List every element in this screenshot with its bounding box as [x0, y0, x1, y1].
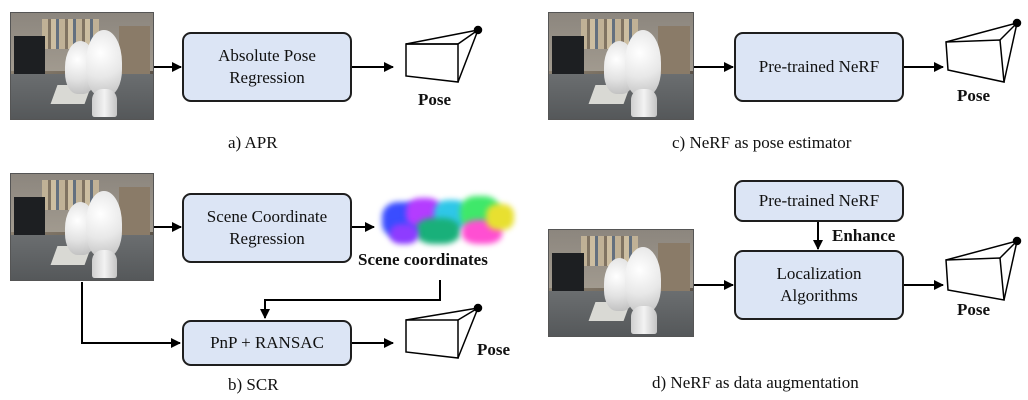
- localization-algorithms-box: Localization Algorithms: [734, 250, 904, 320]
- nerf-aug-pose-label: Pose: [957, 300, 991, 319]
- coords-to-pnp-arrow: [260, 280, 441, 319]
- absolute-pose-regression-box: Absolute Pose Regression: [182, 32, 352, 102]
- apr-caption: a) APR: [228, 133, 278, 152]
- enhance-label: Enhance: [832, 226, 896, 245]
- nerf-aug-input-image: [548, 229, 694, 337]
- scr-pose-label: Pose: [477, 340, 511, 359]
- pretrained-nerf-box: Pre-trained NeRF: [734, 32, 904, 102]
- nerf-pose-input-image: [548, 12, 694, 120]
- pnp-ransac-box: PnP + RANSAC: [182, 320, 352, 366]
- nerf-pose-camera-frustum-icon: [945, 18, 1022, 83]
- pretrained-nerf-aug-box: Pre-trained NeRF: [734, 180, 904, 222]
- scene-coordinates-point-cloud: [376, 194, 518, 250]
- apr-camera-frustum-icon: [405, 25, 483, 83]
- scr-caption: b) SCR: [228, 375, 279, 394]
- scene-coordinate-regression-box: Scene Coordinate Regression: [182, 193, 352, 263]
- nerf-aug-caption: d) NeRF as data augmentation: [652, 373, 859, 392]
- scene-coordinates-label: Scene coordinates: [358, 250, 488, 269]
- apr-input-image: [10, 12, 154, 120]
- nerf-pose-caption: c) NeRF as pose estimator: [672, 133, 852, 152]
- scr-camera-frustum-icon: [405, 303, 483, 359]
- scr-image-to-pnp-arrow: [81, 282, 181, 348]
- scr-input-image: [10, 173, 154, 281]
- nerf-pose-pose-label: Pose: [957, 86, 991, 105]
- nerf-aug-camera-frustum-icon: [945, 236, 1022, 301]
- apr-pose-label: Pose: [418, 90, 452, 109]
